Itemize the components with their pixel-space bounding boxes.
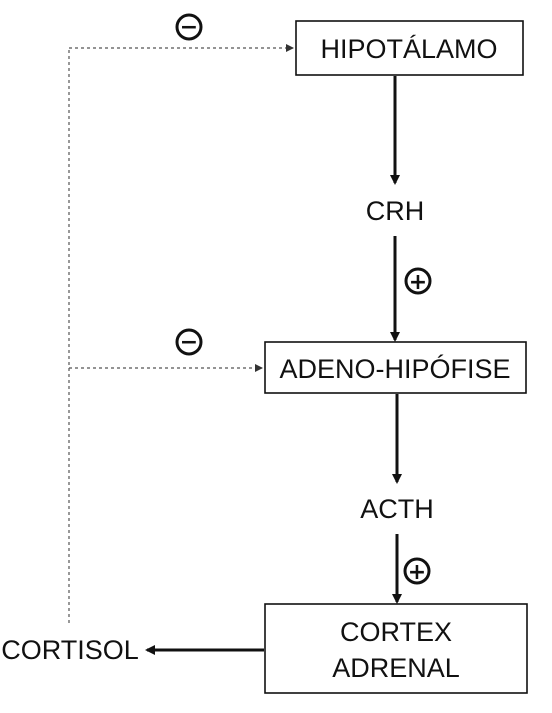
node-cortex-label-line1: CORTEX: [340, 617, 452, 647]
node-adeno-hipofise: ADENO-HIPÓFISE: [264, 341, 527, 394]
positive-sign-glyph: +: [409, 270, 427, 295]
negative-sign-hipotalamo: −: [175, 13, 203, 41]
negative-sign-adeno: −: [175, 328, 203, 356]
node-cortex-adrenal: CORTEX ADRENAL: [264, 603, 528, 694]
node-hipotalamo-label: HIPOTÁLAMO: [320, 34, 497, 64]
node-adeno-hipofise-label: ADENO-HIPÓFISE: [279, 353, 510, 384]
node-hipotalamo: HIPOTÁLAMO: [295, 20, 524, 76]
label-crh: CRH: [366, 196, 425, 226]
negative-sign-glyph: −: [180, 15, 198, 40]
positive-sign-glyph: +: [408, 560, 426, 585]
label-cortisol: CORTISOL: [1, 635, 139, 665]
label-acth: ACTH: [360, 494, 434, 524]
positive-sign-crh: +: [404, 267, 432, 295]
negative-sign-glyph: −: [180, 330, 198, 355]
positive-sign-acth: +: [403, 557, 431, 585]
node-cortex-label-line2: ADRENAL: [332, 653, 460, 683]
